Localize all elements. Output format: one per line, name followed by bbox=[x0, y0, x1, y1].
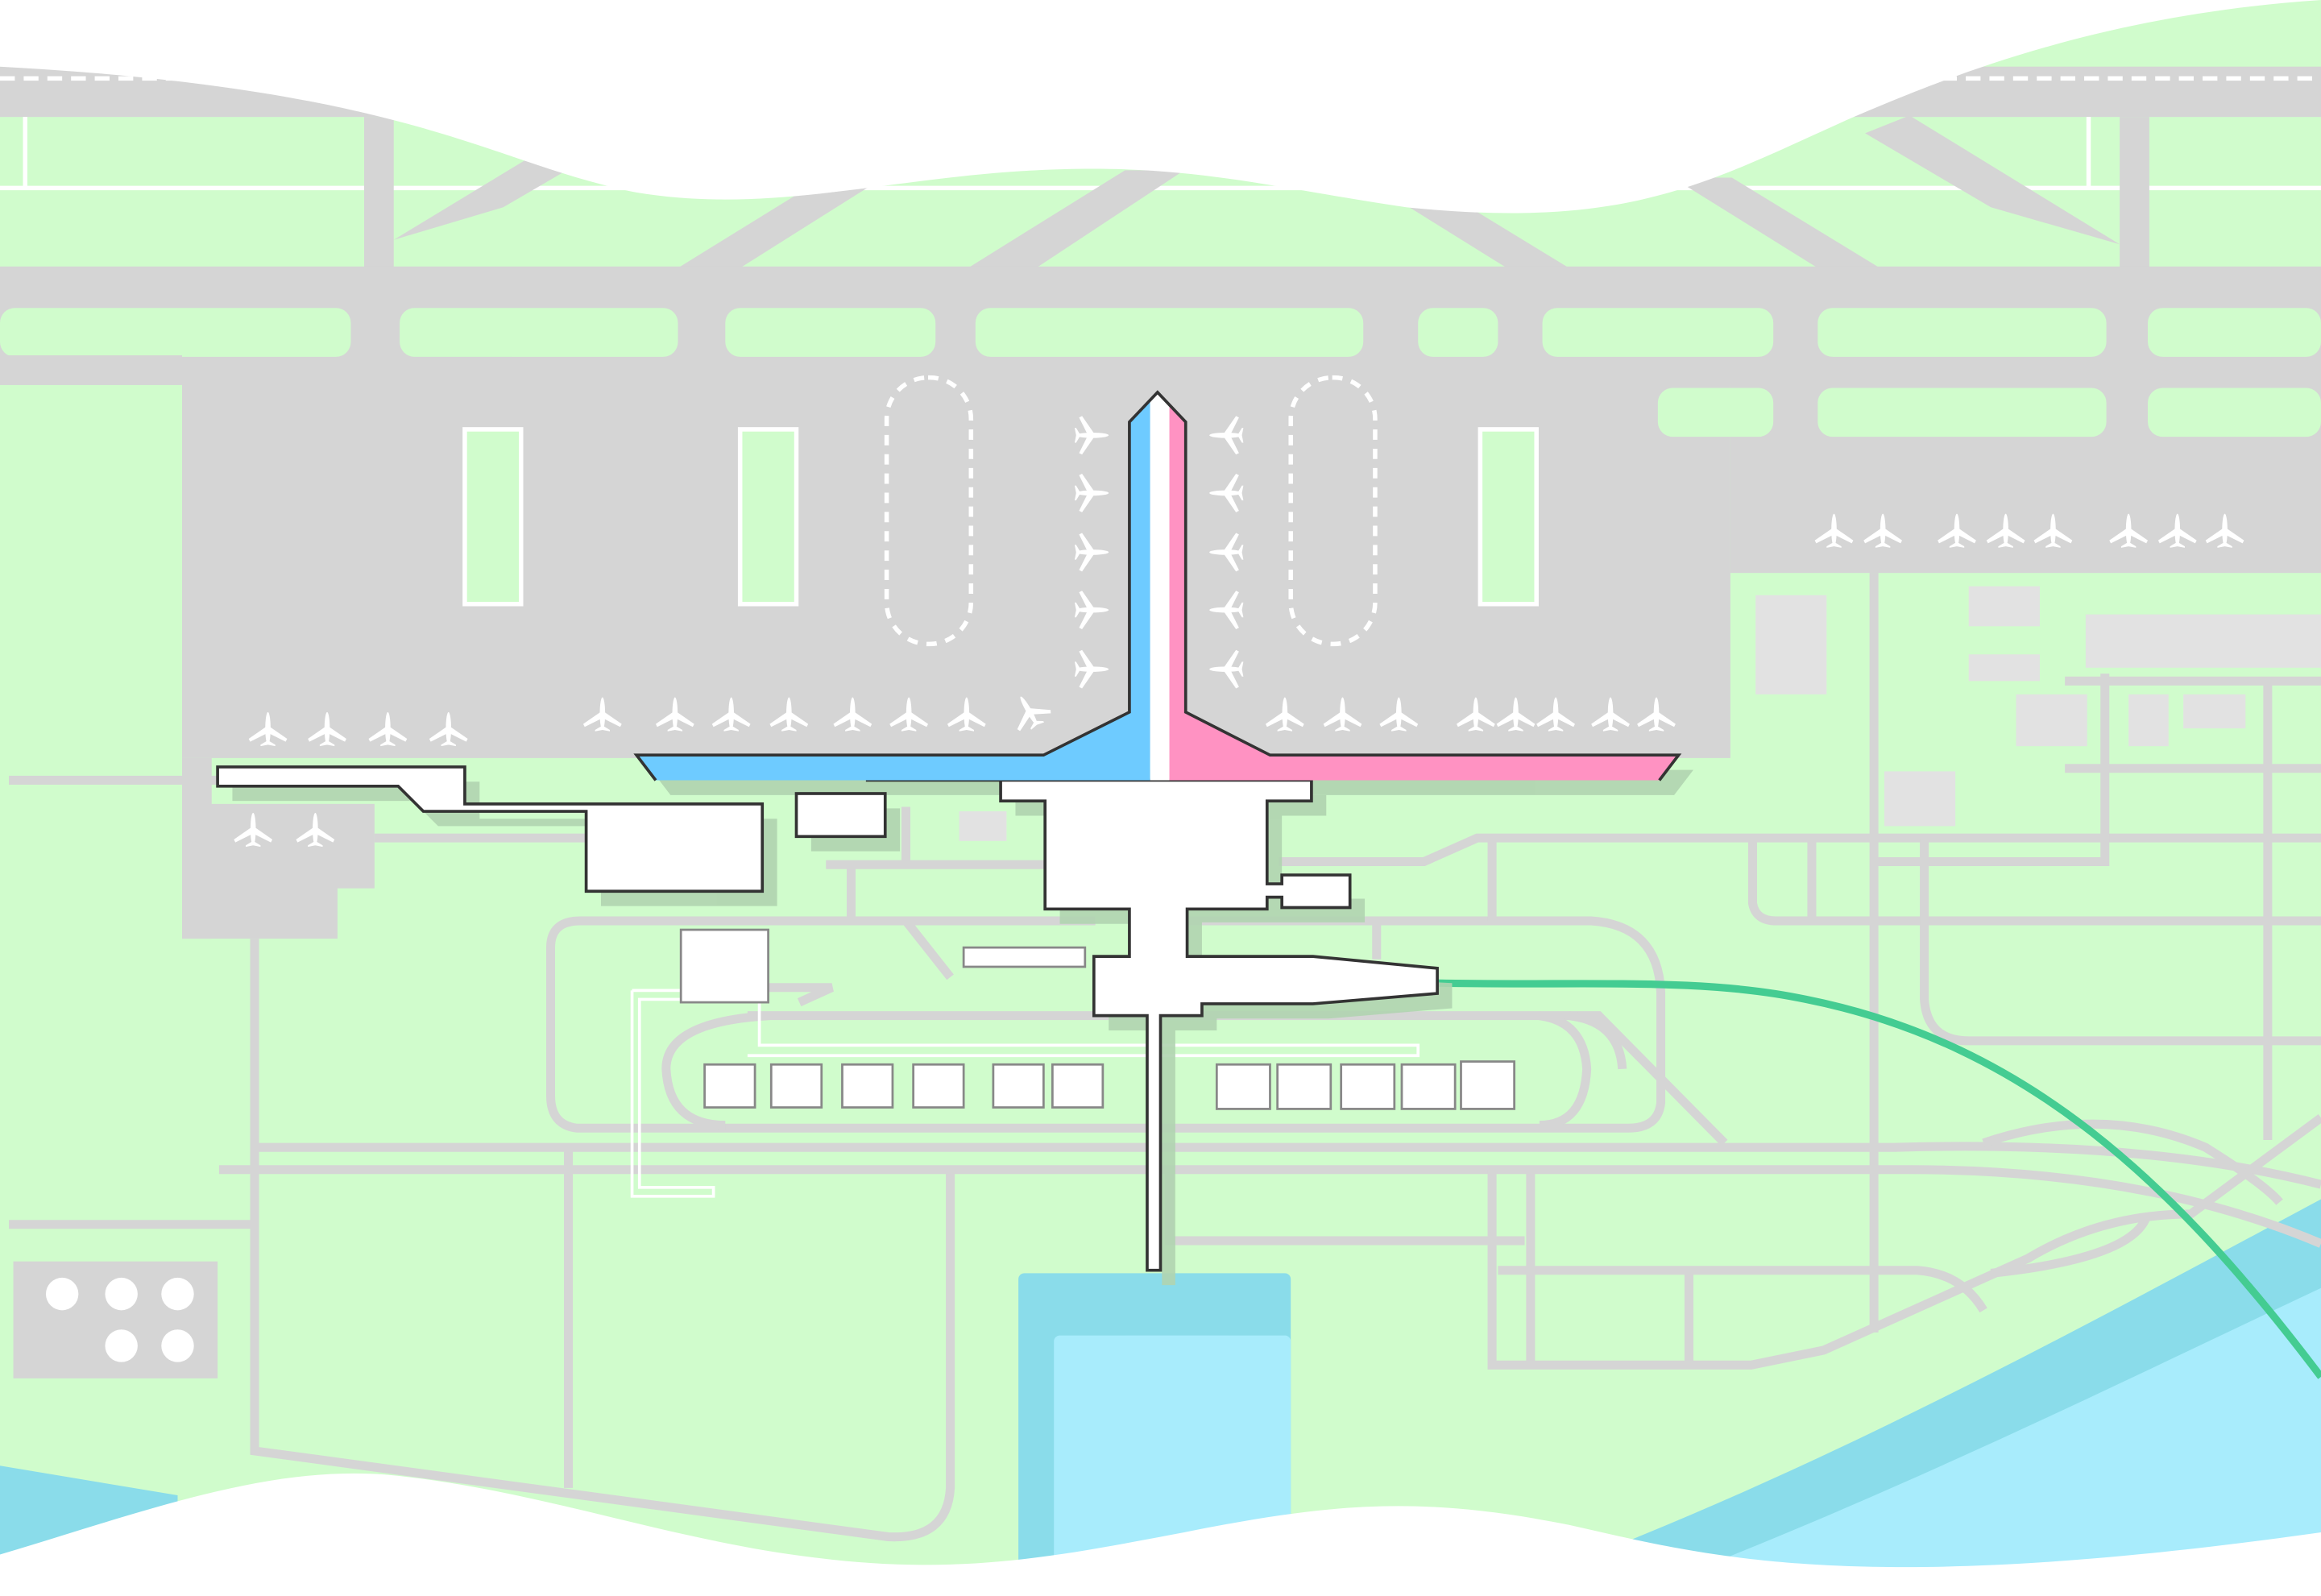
taxiways bbox=[0, 266, 2321, 385]
top-wave-mask bbox=[0, 0, 2321, 213]
parking-garages bbox=[703, 946, 1516, 1110]
apron bbox=[0, 355, 2321, 939]
garage-building bbox=[679, 928, 769, 1004]
concourse-east bbox=[1169, 402, 1679, 781]
fuel-tank-farm bbox=[13, 1261, 218, 1378]
satellite-building bbox=[216, 765, 765, 893]
annex-building bbox=[794, 792, 887, 839]
main-terminal bbox=[865, 778, 1439, 1272]
concourse-west bbox=[636, 400, 1150, 781]
roads bbox=[9, 573, 2321, 1542]
ancillary-buildings bbox=[959, 586, 2321, 841]
bottom-wave-mask bbox=[0, 1473, 2321, 1596]
rail-line bbox=[1436, 979, 2321, 1379]
terminal bbox=[216, 390, 1682, 1272]
